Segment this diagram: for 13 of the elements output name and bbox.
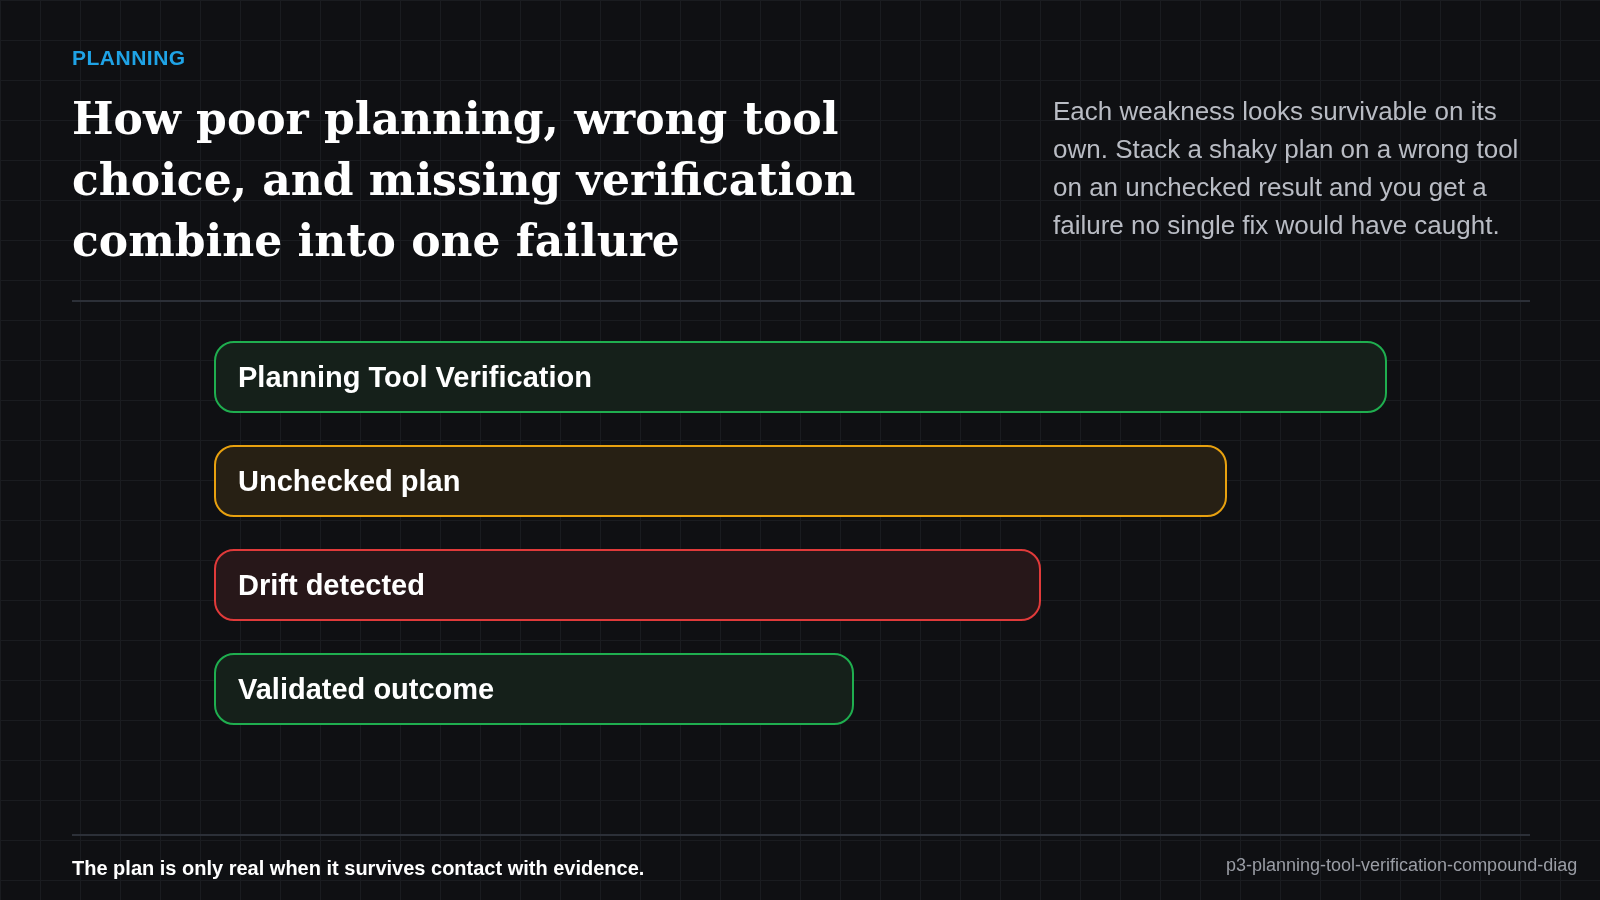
bar <box>214 653 854 725</box>
bar-label: Planning Tool Verification <box>238 360 592 394</box>
footer-note: The plan is only real when it survives contact with evidence. <box>72 857 645 880</box>
bar <box>214 549 1041 621</box>
slide-title: How poor planning, wrong tool choice, and missing verification combine into one failure <box>72 92 857 268</box>
bar-label: Drift detected <box>238 568 425 602</box>
description-text: Each weakness looks survivable on its own. Stack a shaky plan on a wrong tool on an unchecked result and you get a failure no single fix would have caught. <box>1053 95 1520 242</box>
file-name: p3-planning-tool-verification-compound-diag <box>1226 855 1578 876</box>
bar <box>214 341 1387 413</box>
bar <box>214 445 1227 517</box>
bar-label: Validated outcome <box>238 672 495 706</box>
section-label: PLANNING <box>72 46 186 70</box>
bar-label: Unchecked plan <box>238 464 461 498</box>
